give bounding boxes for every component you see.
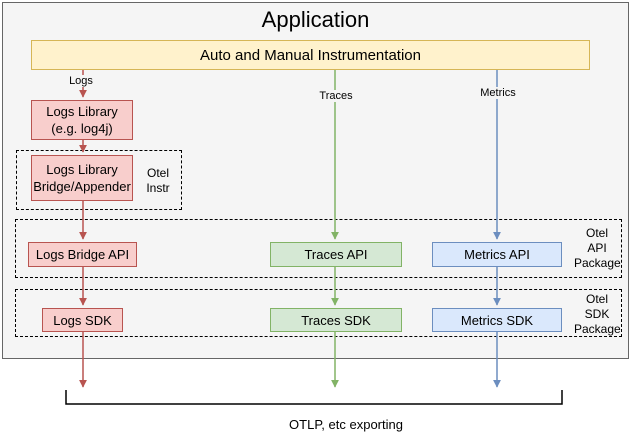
metrics-sdk-box: Metrics SDK bbox=[432, 308, 562, 332]
logs-library-line2: (e.g. log4j) bbox=[51, 121, 113, 136]
metrics-sdk-label: Metrics SDK bbox=[460, 312, 534, 328]
traces-api-label: Traces API bbox=[304, 247, 368, 262]
otel-api-package-label: Otel API Package bbox=[574, 226, 621, 271]
otel-api-package-group bbox=[15, 219, 622, 278]
traces-stream-label: Traces bbox=[311, 90, 361, 102]
traces-api-box: Traces API bbox=[270, 242, 402, 267]
otel-sdk-package-label: Otel SDK Package bbox=[574, 292, 621, 337]
logs-bridge-api-label: Logs Bridge API bbox=[35, 247, 130, 262]
logs-library-line1: Logs Library bbox=[46, 104, 118, 119]
otel-sdk-package-line3: Package bbox=[574, 322, 621, 336]
logs-bridge-appender-box: Logs Library Bridge/Appender bbox=[31, 155, 133, 201]
instrumentation-box: Auto and Manual Instrumentation bbox=[31, 40, 590, 70]
logs-bridge-appender-line1: Logs Library bbox=[46, 162, 118, 177]
otel-instr-label-line2: Instr bbox=[146, 181, 170, 195]
logs-bridge-appender-line2: Bridge/Appender bbox=[33, 179, 131, 194]
otel-instr-group bbox=[16, 150, 182, 210]
logs-sdk-label: Logs SDK bbox=[53, 312, 112, 328]
export-bracket bbox=[65, 390, 563, 405]
logs-bridge-api-box: Logs Bridge API bbox=[28, 242, 137, 267]
logs-library-box: Logs Library (e.g. log4j) bbox=[31, 100, 133, 140]
otel-api-package-line2: API bbox=[587, 241, 607, 255]
instrumentation-label: Auto and Manual Instrumentation bbox=[200, 46, 421, 64]
logs-stream-label: Logs bbox=[58, 75, 104, 87]
otel-api-package-line3: Package bbox=[574, 256, 621, 270]
application-title: Application bbox=[261, 7, 370, 32]
logs-sdk-box: Logs SDK bbox=[42, 308, 123, 332]
otel-instr-label: Otel Instr bbox=[136, 166, 180, 196]
otel-sdk-package-line1: Otel bbox=[585, 292, 608, 306]
otel-instr-label-line1: Otel bbox=[146, 166, 169, 180]
metrics-api-label: Metrics API bbox=[464, 247, 530, 262]
export-label: OTLP, etc exporting bbox=[289, 417, 403, 432]
otel-api-package-line1: Otel bbox=[585, 226, 608, 240]
otel-sdk-package-line2: SDK bbox=[584, 307, 610, 321]
otel-sdk-package-group bbox=[15, 289, 622, 337]
metrics-api-box: Metrics API bbox=[432, 242, 562, 267]
metrics-stream-label: Metrics bbox=[473, 87, 523, 99]
traces-sdk-box: Traces SDK bbox=[270, 308, 402, 332]
traces-sdk-label: Traces SDK bbox=[301, 312, 371, 328]
